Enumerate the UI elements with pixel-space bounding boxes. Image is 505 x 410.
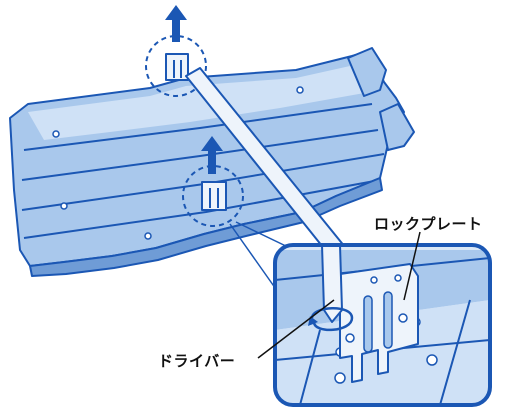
- tray-hole: [52, 130, 60, 138]
- screwdriver-tip: [321, 245, 343, 323]
- tray-side-tab-lower: [379, 103, 415, 151]
- tray-rib-4: [23, 179, 381, 239]
- detail-inset: [273, 243, 492, 407]
- callout-leader: [235, 221, 291, 249]
- tray-hole: [296, 86, 304, 94]
- up-arrow-icon: [201, 136, 223, 174]
- tray-assembly: [9, 47, 415, 277]
- lock-plate-lower: [201, 181, 227, 211]
- tray-top-face: [28, 66, 370, 140]
- up-arrow-icon: [165, 5, 187, 42]
- tray-hole: [144, 232, 152, 240]
- callout-leader: [229, 223, 279, 293]
- lock-plate-label: ロックプレート: [374, 215, 483, 233]
- tray-front-lip: [29, 177, 383, 277]
- tray-side-tab-upper: [347, 47, 387, 97]
- screwdriver-leader: [257, 299, 335, 359]
- tray-rib-1: [23, 103, 373, 151]
- highlight-ring-upper: [145, 35, 207, 97]
- lock-plate-detail: [339, 263, 419, 383]
- lock-plate-leader: [403, 231, 421, 301]
- lock-plate-upper: [165, 53, 189, 81]
- tray-hole: [60, 202, 68, 210]
- tray-rib-2: [21, 129, 379, 181]
- highlight-ring-lower: [182, 165, 244, 227]
- screwdriver-label: ドライバー: [158, 352, 236, 370]
